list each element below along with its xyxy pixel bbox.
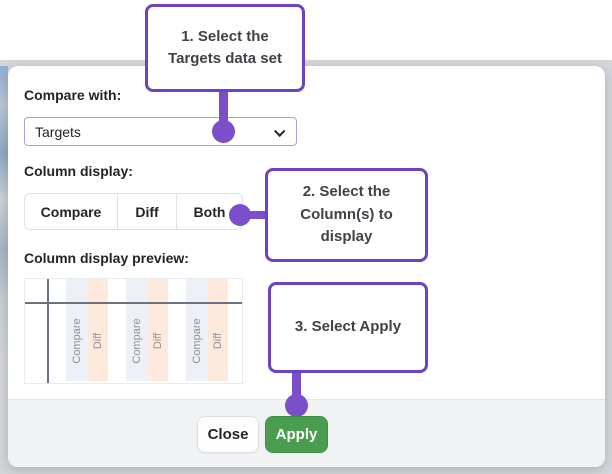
column-display-option-compare[interactable]: Compare (24, 193, 118, 230)
preview-diff-column: Diff (88, 279, 108, 381)
preview-compare-column: Compare (126, 279, 148, 381)
column-display-preview-label: Column display preview: (24, 250, 189, 266)
column-display-preview: Compare Diff Compare Diff Compare Diff (24, 278, 243, 384)
preview-compare-label: Compare (71, 318, 83, 364)
preview-header-line (25, 302, 242, 304)
background-page-edge (0, 66, 8, 400)
column-display-option-diff[interactable]: Diff (117, 193, 177, 230)
dialog-footer: Close Apply (8, 399, 605, 467)
preview-compare-label: Compare (131, 318, 143, 364)
preview-compare-column: Compare (66, 279, 88, 381)
close-button[interactable]: Close (197, 416, 259, 453)
column-display-label: Column display: (24, 163, 133, 179)
compare-with-label: Compare with: (24, 87, 122, 103)
preview-compare-label: Compare (191, 318, 203, 364)
preview-diff-column: Diff (148, 279, 168, 381)
compare-dialog: Compare with: Targets Column display: Co… (8, 66, 605, 467)
compare-with-select-value: Targets (35, 123, 81, 140)
preview-diff-label: Diff (212, 332, 224, 350)
chevron-down-icon (274, 125, 286, 137)
preview-compare-column: Compare (186, 279, 208, 381)
compare-with-select[interactable]: Targets (24, 117, 297, 146)
preview-diff-label: Diff (92, 332, 104, 350)
column-display-button-group: Compare Diff Both (24, 193, 243, 230)
column-display-option-both[interactable]: Both (176, 193, 243, 230)
preview-vertical-line (47, 279, 49, 383)
preview-diff-label: Diff (152, 332, 164, 350)
preview-diff-column: Diff (208, 279, 228, 381)
apply-button[interactable]: Apply (265, 416, 328, 453)
